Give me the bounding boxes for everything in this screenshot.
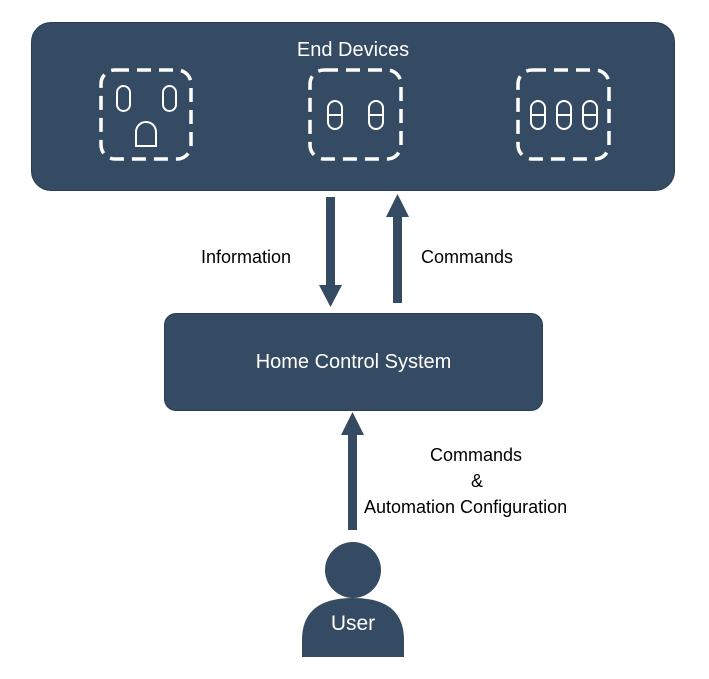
user-commands-arrow	[341, 412, 364, 530]
end-devices-title: End Devices	[296, 39, 410, 61]
home-control-system-title: Home Control System	[255, 351, 452, 373]
double-switch-icon	[308, 68, 403, 161]
user-commands-label: Commands	[430, 445, 523, 465]
user-icon	[302, 542, 404, 657]
information-label: Information	[201, 247, 292, 267]
automation-configuration-label: Automation Configuration	[364, 497, 568, 517]
user-label: User	[330, 612, 376, 635]
home-control-system-box: Home Control System	[164, 313, 543, 411]
information-arrow	[319, 197, 342, 307]
commands-arrow	[386, 194, 409, 303]
outlet-icon	[99, 68, 193, 161]
user-and-label: &	[471, 471, 484, 491]
end-devices-box: End Devices	[31, 22, 675, 191]
triple-switch-icon	[516, 68, 611, 161]
commands-label: Commands	[421, 247, 514, 267]
